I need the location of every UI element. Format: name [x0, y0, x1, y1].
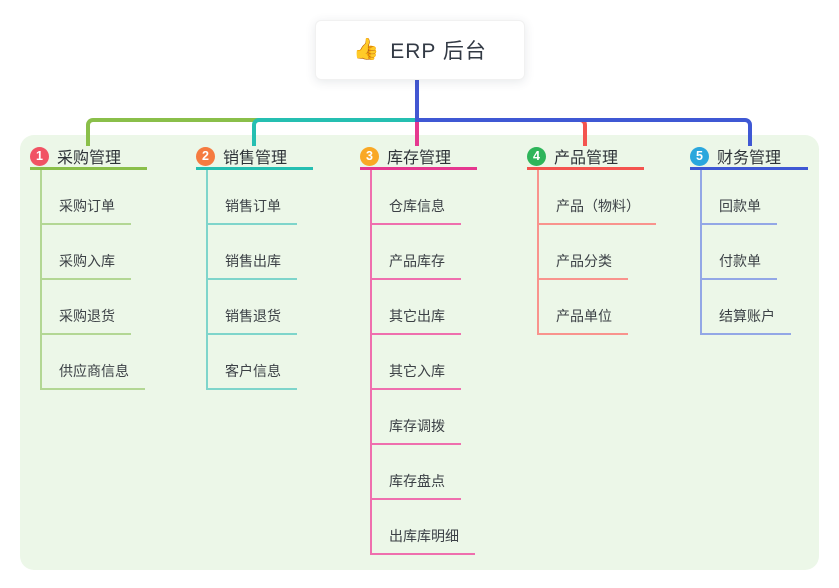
branch-number-badge: 3: [360, 146, 379, 166]
connector-branch-5: [419, 118, 752, 146]
mindmap-node[interactable]: 库存调拨: [372, 390, 461, 445]
mindmap-node[interactable]: 销售订单: [208, 170, 297, 225]
branch-finance-items: 回款单 付款单 结算账户: [700, 170, 791, 335]
branch-product-header[interactable]: 4 产品管理: [527, 146, 644, 170]
branch-number-badge: 4: [527, 146, 546, 166]
mindmap-node[interactable]: 出库库明细: [372, 500, 475, 555]
mindmap-node[interactable]: 其它出库: [372, 280, 461, 335]
connector-branch-3: [415, 118, 419, 146]
branch-title: 财务管理: [717, 150, 782, 167]
branch-inventory-header[interactable]: 3 库存管理: [360, 146, 477, 170]
branch-title: 采购管理: [57, 150, 122, 167]
branch-sales: 2 销售管理 销售订单 销售出库 销售退货 客户信息: [196, 146, 313, 390]
mindmap-node[interactable]: 仓库信息: [372, 170, 461, 225]
branch-sales-header[interactable]: 2 销售管理: [196, 146, 313, 170]
connector-root: [415, 80, 419, 122]
mindmap-node[interactable]: 销售退货: [208, 280, 297, 335]
mindmap-node[interactable]: 产品单位: [539, 280, 628, 335]
mindmap-node[interactable]: 采购订单: [42, 170, 131, 225]
mindmap-node[interactable]: 采购退货: [42, 280, 131, 335]
mindmap-node[interactable]: 采购入库: [42, 225, 131, 280]
mindmap-node[interactable]: 客户信息: [208, 335, 297, 390]
branch-finance-header[interactable]: 5 财务管理: [690, 146, 808, 170]
branch-inventory: 3 库存管理 仓库信息 产品库存 其它出库 其它入库 库存调拨 库存盘点 出库库…: [360, 146, 477, 555]
branch-number-badge: 2: [196, 146, 215, 166]
root-node[interactable]: 👍 ERP 后台: [315, 20, 525, 80]
mindmap-node[interactable]: 产品分类: [539, 225, 628, 280]
mindmap-node[interactable]: 库存盘点: [372, 445, 461, 500]
branch-title: 产品管理: [554, 150, 619, 167]
branches-panel: [20, 135, 819, 570]
mindmap-node[interactable]: 回款单: [702, 170, 777, 225]
mindmap-node[interactable]: 结算账户: [702, 280, 791, 335]
branch-purchase-items: 采购订单 采购入库 采购退货 供应商信息: [40, 170, 145, 390]
mindmap-node[interactable]: 供应商信息: [42, 335, 145, 390]
branch-inventory-items: 仓库信息 产品库存 其它出库 其它入库 库存调拨 库存盘点 出库库明细: [370, 170, 475, 555]
root-node-label: ERP 后台: [390, 40, 487, 63]
branch-purchase: 1 采购管理 采购订单 采购入库 采购退货 供应商信息: [30, 146, 147, 390]
branch-product: 4 产品管理 产品（物料） 产品分类 产品单位: [527, 146, 656, 335]
branch-finance: 5 财务管理 回款单 付款单 结算账户: [690, 146, 808, 335]
branch-purchase-header[interactable]: 1 采购管理: [30, 146, 147, 170]
connector-branch-2: [252, 118, 419, 146]
mindmap-node[interactable]: 产品（物料）: [539, 170, 656, 225]
branch-sales-items: 销售订单 销售出库 销售退货 客户信息: [206, 170, 297, 390]
thumbs-up-icon: 👍: [353, 38, 381, 61]
mindmap-node[interactable]: 销售出库: [208, 225, 297, 280]
branch-product-items: 产品（物料） 产品分类 产品单位: [537, 170, 656, 335]
branch-title: 库存管理: [387, 150, 452, 167]
mindmap-node[interactable]: 产品库存: [372, 225, 461, 280]
branch-number-badge: 5: [690, 146, 709, 166]
branch-number-badge: 1: [30, 146, 49, 166]
branch-title: 销售管理: [223, 150, 288, 167]
mindmap-node[interactable]: 付款单: [702, 225, 777, 280]
mindmap-node[interactable]: 其它入库: [372, 335, 461, 390]
